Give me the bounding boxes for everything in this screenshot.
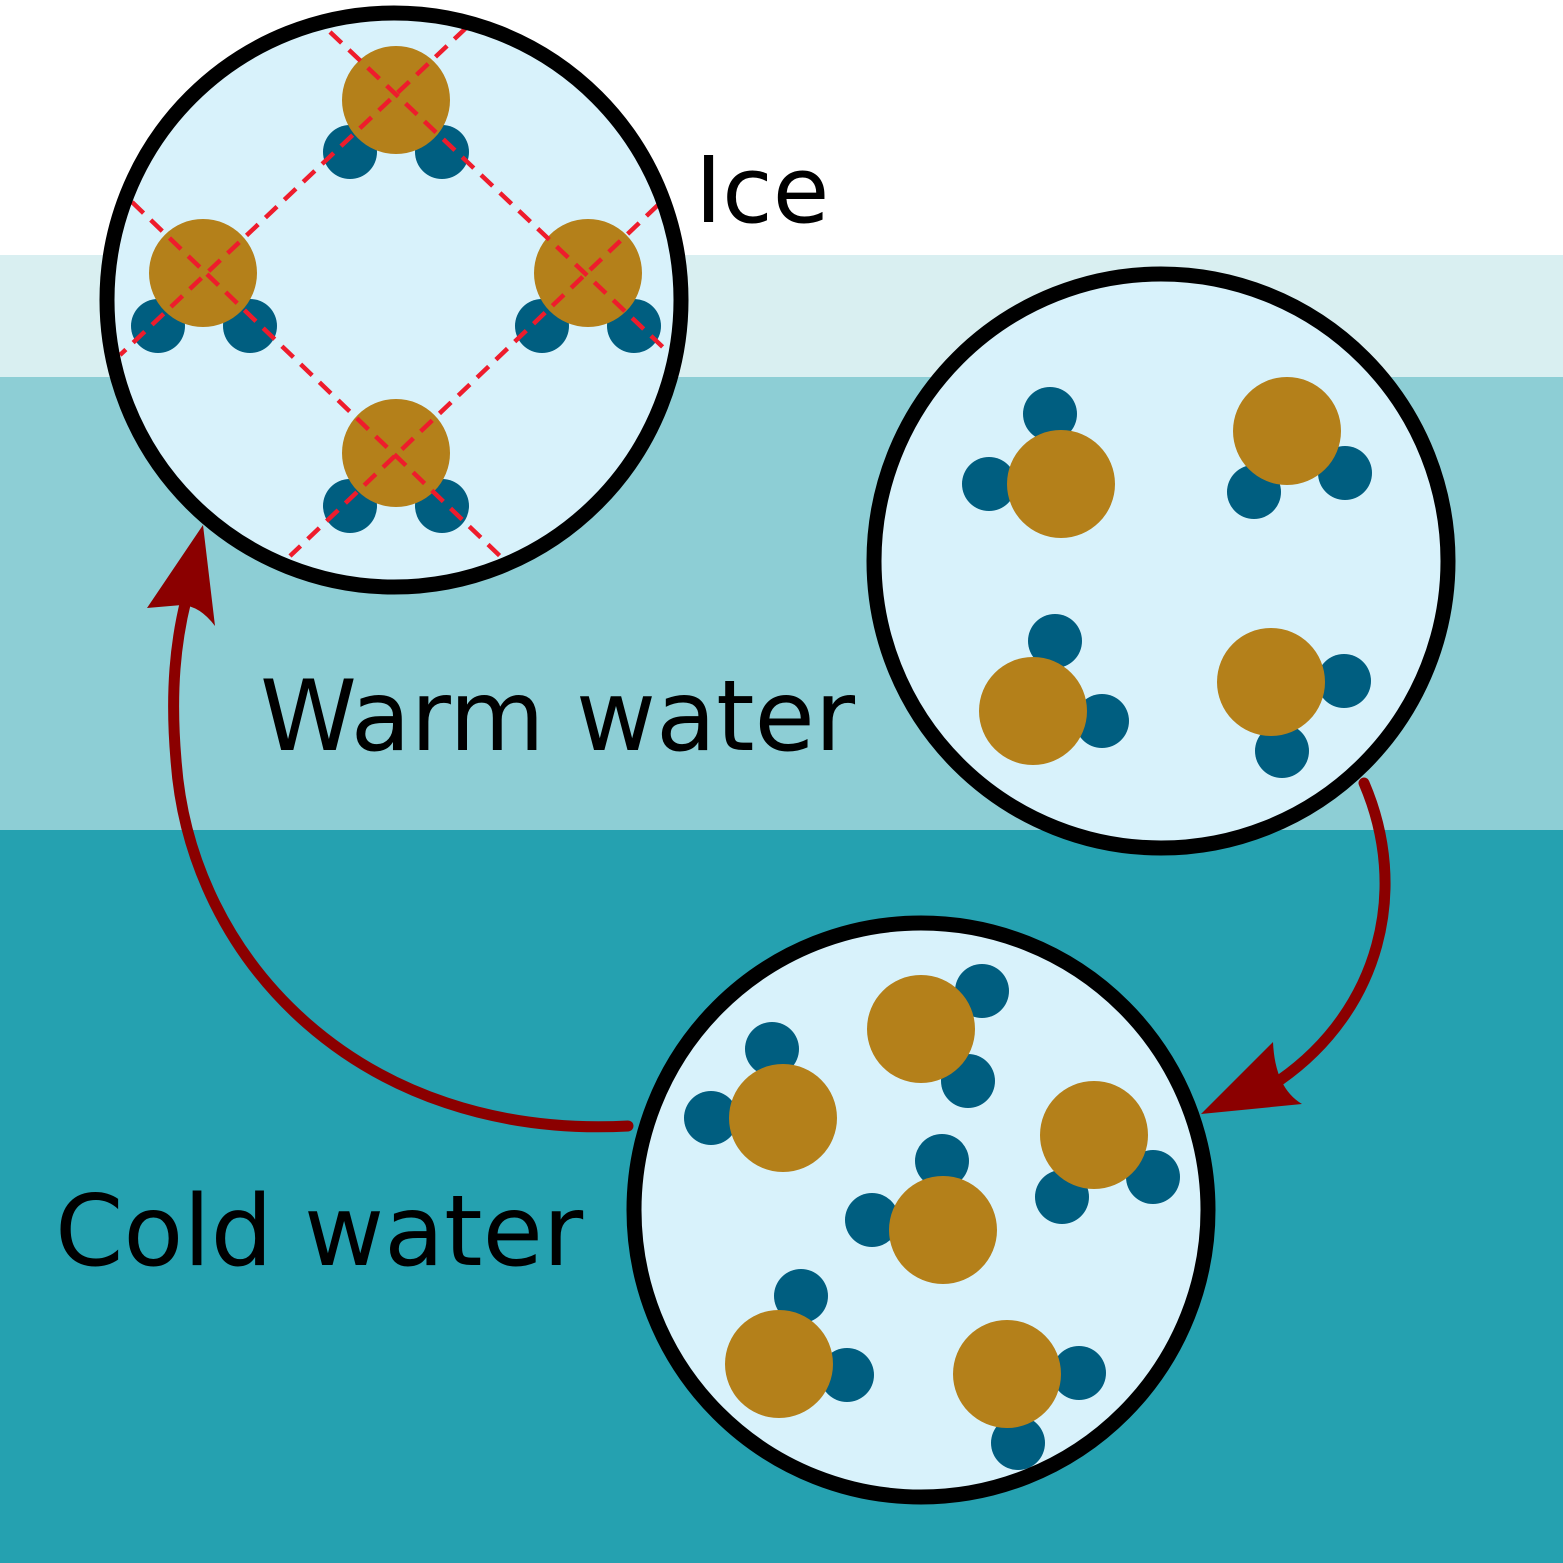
hydrogen-bond (130, 200, 502, 558)
water-molecule (1217, 628, 1371, 778)
hydrogen-atom (962, 457, 1016, 511)
oxygen-atom (979, 657, 1087, 765)
oxygen-atom (534, 219, 642, 327)
cold-water-label: Cold water (55, 1175, 584, 1289)
hydrogen-atom (1028, 614, 1082, 668)
water-molecule (867, 964, 1009, 1108)
hydrogen-atom (745, 1022, 799, 1076)
water-molecule (1035, 1081, 1180, 1224)
water-molecule (962, 387, 1115, 538)
warm-bubble-outline (866, 266, 1456, 856)
hydrogen-atom (991, 1416, 1045, 1470)
warm-water-molecules-bubble (866, 266, 1456, 856)
ice-molecule (323, 46, 469, 179)
hydrogen-atom (774, 1269, 828, 1323)
ice-bubble-outline (99, 5, 689, 595)
oxygen-atom (729, 1064, 837, 1172)
hydrogen-atom (1317, 654, 1371, 708)
hydrogen-atom (684, 1091, 738, 1145)
cold-bubble-outline (626, 915, 1216, 1505)
oxygen-atom (1233, 377, 1341, 485)
warm-water-label: Warm water (260, 660, 856, 774)
hydrogen-atom (915, 1134, 969, 1188)
oxygen-atom (889, 1176, 997, 1284)
hydrogen-atom (1255, 724, 1309, 778)
oxygen-atom (1040, 1081, 1148, 1189)
oxygen-atom (725, 1310, 833, 1418)
arrow-cold-to-ice (147, 525, 634, 1133)
oxygen-atom (1217, 628, 1325, 736)
hydrogen-atom (820, 1348, 874, 1402)
water-molecule (725, 1269, 874, 1418)
ice-bubble-fill (107, 13, 681, 587)
hydrogen-atom (1075, 694, 1129, 748)
hydrogen-atom (845, 1193, 899, 1247)
oxygen-atom (149, 219, 257, 327)
water-molecule (684, 1022, 837, 1172)
water-molecule (1227, 377, 1372, 519)
hydrogen-bond-lattice (118, 26, 670, 558)
cold-water-molecules-bubble (626, 915, 1216, 1505)
water-molecule (953, 1320, 1106, 1470)
water-molecule (845, 1134, 997, 1284)
hydrogen-bond (288, 203, 660, 558)
ice-label: Ice (695, 137, 829, 244)
hydrogen-bond (118, 26, 468, 357)
oxygen-atom (867, 975, 975, 1083)
oxygen-atom (1007, 430, 1115, 538)
oxygen-atom (953, 1320, 1061, 1428)
oxygen-atom (342, 46, 450, 154)
hydrogen-atom (1052, 1346, 1106, 1400)
arrow-warm-to-cold (1201, 777, 1391, 1114)
water-molecule (979, 614, 1129, 765)
hydrogen-atom (1023, 387, 1077, 441)
ice-molecules-bubble (99, 5, 689, 595)
